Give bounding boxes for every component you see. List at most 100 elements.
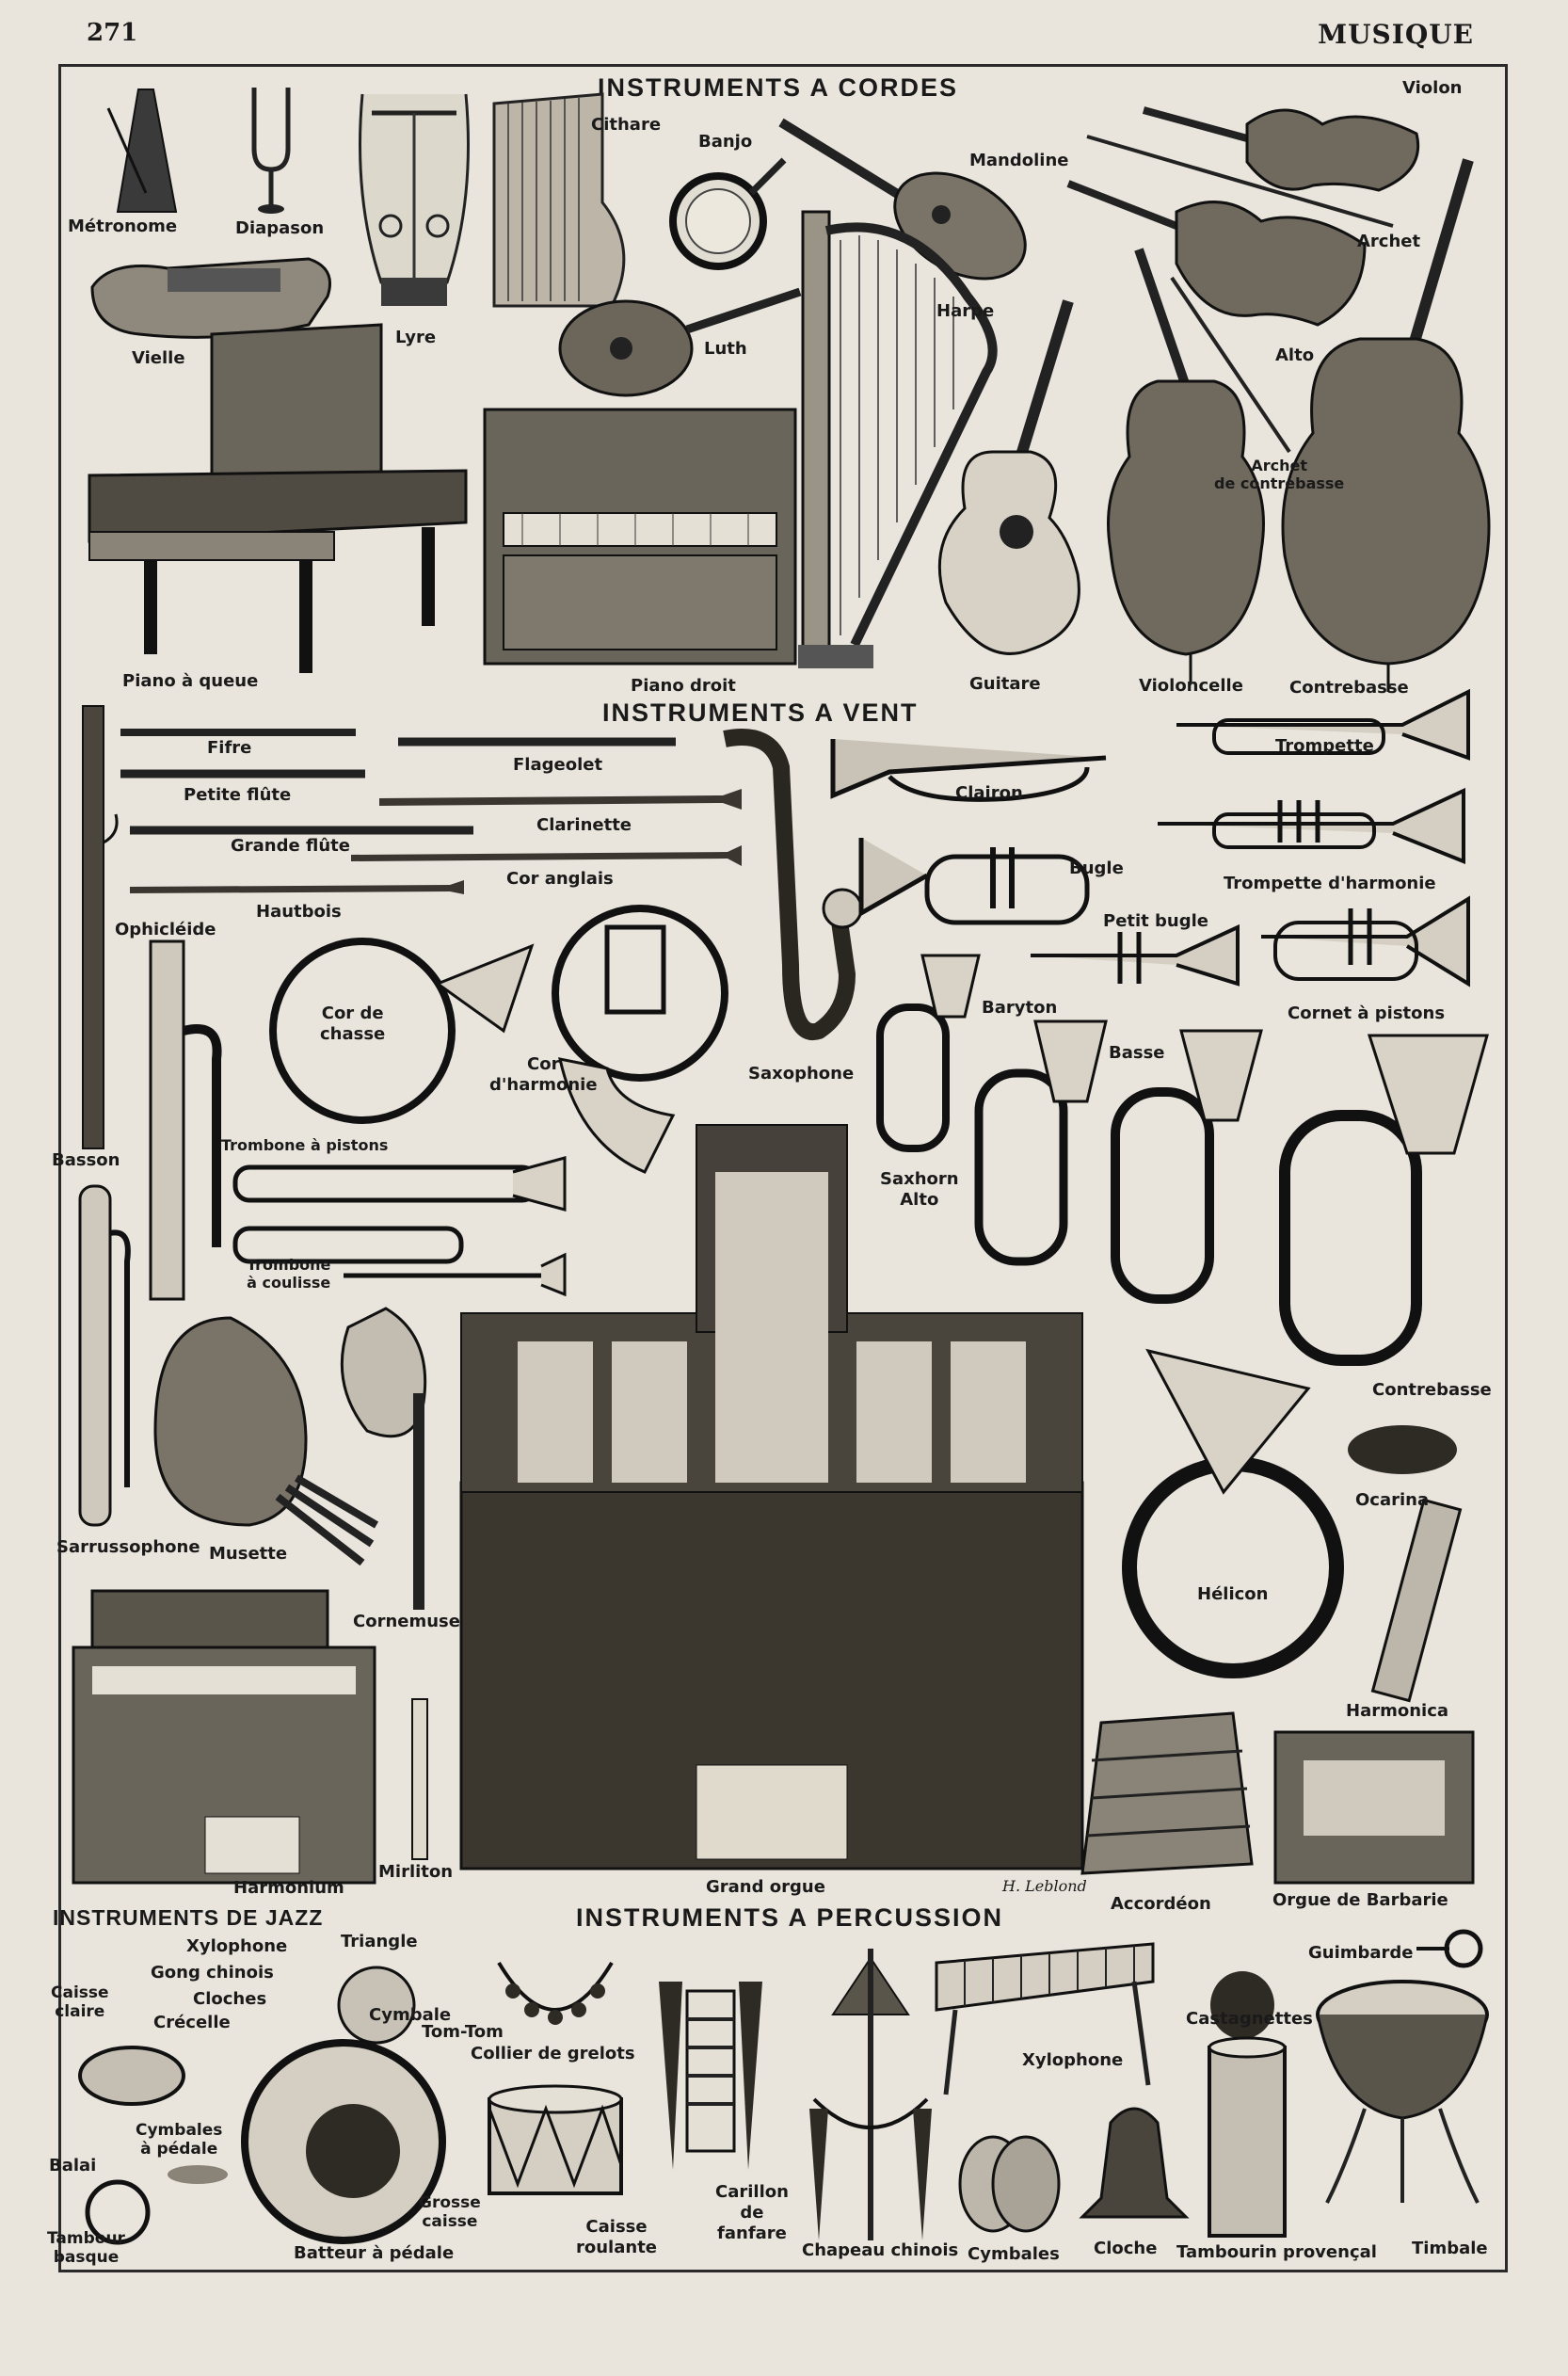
label-grand-orgue: Grand orgue <box>706 1877 825 1897</box>
label-musette: Musette <box>209 1544 288 1564</box>
label-harmonium: Harmonium <box>233 1878 344 1898</box>
label-castagnettes: Castagnettes <box>1186 2009 1313 2029</box>
metronome-illustration <box>89 80 193 217</box>
label-triangle: Triangle <box>341 1932 418 1951</box>
woodwind-group-illustration <box>120 725 760 913</box>
label-cornemuse: Cornemuse <box>353 1612 460 1631</box>
ocarina-illustration <box>1341 1417 1464 1483</box>
label-cithare: Cithare <box>591 115 662 135</box>
label-cymbale: Cymbale <box>369 2005 452 2025</box>
label-mirliton: Mirliton <box>378 1862 454 1882</box>
baryton-illustration <box>969 1017 1111 1280</box>
harpe-illustration <box>798 202 1015 673</box>
trompette-harmonie-illustration <box>1148 786 1468 871</box>
label-trompette-harmonie: Trompette d'harmonie <box>1224 874 1436 893</box>
label-contrebasse: Contrebasse <box>1289 678 1409 698</box>
label-clarinette: Clarinette <box>536 815 632 835</box>
sarrussophone-illustration <box>61 1177 136 1534</box>
artist-signature: H. Leblond <box>1002 1877 1087 1895</box>
contrebasse-illustration <box>1275 151 1501 692</box>
trombones-illustration <box>231 1153 569 1297</box>
contrebasse-vent-illustration <box>1275 1031 1492 1379</box>
label-trombone-coulisse: Trombone à coulisse <box>247 1256 331 1292</box>
xylophone-illustration <box>927 1935 1162 2104</box>
plate-frame <box>58 64 1508 2272</box>
label-cor-anglais: Cor anglais <box>506 869 614 889</box>
label-xylophone-jazz: Xylophone <box>186 1936 288 1956</box>
section-title-cordes: INSTRUMENTS A CORDES <box>598 73 959 102</box>
label-batteur-pedale: Batteur à pédale <box>294 2243 455 2263</box>
label-luth: Luth <box>704 339 747 359</box>
section-title-vent: INSTRUMENTS A VENT <box>602 698 919 727</box>
label-vielle: Vielle <box>132 348 185 368</box>
caisse-roulante-illustration <box>480 2080 631 2212</box>
cornemuse-illustration <box>329 1299 452 1619</box>
castagnettes-illustration <box>1205 1958 1280 2043</box>
label-contrebasse-vent: Contrebasse <box>1372 1380 1492 1400</box>
page-category: MUSIQUE <box>1318 19 1474 50</box>
label-violon: Violon <box>1402 78 1463 98</box>
carillon-fanfare-illustration <box>649 1953 772 2189</box>
clairon-illustration <box>824 725 1125 810</box>
label-saxhorn-alto: Saxhorn Alto <box>880 1169 959 1210</box>
label-caisse-claire: Caisse claire <box>51 1983 109 2021</box>
cymbales-illustration <box>951 2127 1064 2240</box>
label-guimbarde: Guimbarde <box>1308 1943 1414 1963</box>
piano-queue-illustration <box>71 315 475 687</box>
label-balai: Balai <box>49 2156 97 2175</box>
musette-illustration <box>146 1299 381 1581</box>
alto-illustration <box>1064 169 1374 348</box>
label-grosse-caisse: Grosse caisse <box>419 2193 481 2231</box>
helicon-illustration <box>1111 1332 1374 1709</box>
collier-grelots-illustration <box>489 1944 621 2038</box>
label-lyre: Lyre <box>395 328 437 347</box>
guitare-illustration <box>927 292 1096 668</box>
label-cymbales-pedale: Cymbales à pédale <box>136 2121 223 2159</box>
label-ocarina: Ocarina <box>1355 1490 1430 1510</box>
label-helicon: Hélicon <box>1197 1584 1269 1604</box>
archet-illustration <box>1082 132 1402 235</box>
label-piano-queue: Piano à queue <box>122 671 259 691</box>
ophicleide-illustration <box>141 937 226 1313</box>
section-title-percussion: INSTRUMENTS A PERCUSSION <box>576 1903 1004 1932</box>
label-ophicleide: Ophicléide <box>115 920 216 939</box>
label-xylophone: Xylophone <box>1022 2050 1124 2070</box>
basse-illustration <box>1106 1026 1266 1318</box>
label-metronome: Métronome <box>68 217 178 236</box>
label-baryton: Baryton <box>982 998 1058 1018</box>
label-tambourin-provencal: Tambourin provençal <box>1176 2242 1377 2262</box>
label-flageolet: Flageolet <box>513 755 603 775</box>
cloche-illustration <box>1073 2095 1195 2236</box>
piano-droit-illustration <box>475 400 805 682</box>
label-archet-contrebasse: Archet de contrebasse <box>1214 457 1345 492</box>
saxhorn-alto-illustration <box>866 951 988 1167</box>
label-saxophone: Saxophone <box>748 1064 855 1084</box>
cor-chasse-illustration <box>221 927 541 1134</box>
label-alto: Alto <box>1275 345 1315 365</box>
label-guitare: Guitare <box>969 674 1041 694</box>
label-archet: Archet <box>1357 232 1421 251</box>
label-petit-bugle: Petit bugle <box>1103 911 1209 931</box>
harmonica-illustration <box>1370 1492 1463 1709</box>
label-banjo: Banjo <box>698 132 753 152</box>
orgue-barbarie-illustration <box>1266 1723 1482 1892</box>
violon-illustration <box>1134 87 1435 209</box>
label-carillon-fanfare: Carillon de fanfare <box>715 2182 789 2243</box>
label-tom-tom: Tom-Tom <box>422 2022 504 2042</box>
label-chapeau-chinois: Chapeau chinois <box>802 2240 959 2260</box>
basson-illustration <box>73 701 120 1153</box>
trompette-illustration <box>1158 687 1478 772</box>
label-timbale: Timbale <box>1412 2239 1488 2258</box>
label-collier-grelots: Collier de grelots <box>471 2044 635 2063</box>
archet-contrebasse-illustration <box>1167 273 1299 461</box>
page-number: 271 <box>87 19 138 47</box>
cithare-illustration <box>489 89 640 315</box>
label-diapason: Diapason <box>235 218 325 238</box>
diapason-illustration <box>243 83 299 215</box>
label-tambour-basque: Tambour basque <box>47 2229 125 2267</box>
cor-harmonie-illustration <box>513 899 748 1181</box>
label-trompette: Trompette <box>1275 736 1374 756</box>
label-basson: Basson <box>52 1150 120 1170</box>
grand-orgue-illustration <box>452 1124 1092 1878</box>
tambourin-provencal-illustration <box>1205 2036 1289 2245</box>
